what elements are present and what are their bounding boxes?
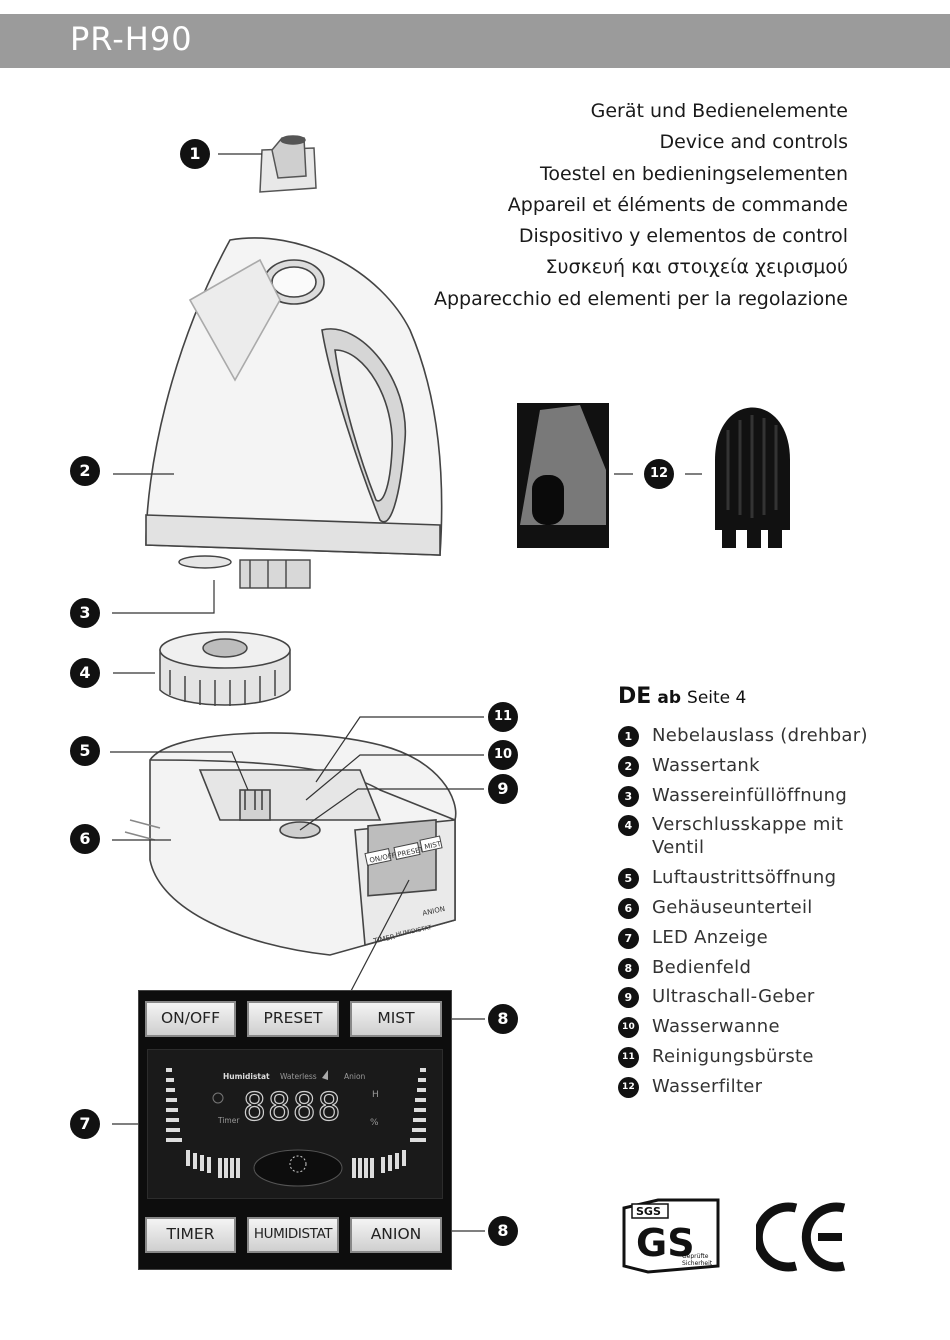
language-reference: DE ab Seite 4 [618,684,746,709]
base-unit-illustration [124,732,457,956]
language-code: DE [618,684,652,709]
list-item: 12 Wasserfilter [618,1075,868,1098]
language-page: Seite 4 [687,688,747,708]
display-label-percent: % [370,1118,379,1128]
list-item: 10 Wasserwanne [618,1015,868,1039]
callout-12: 12 [644,459,674,489]
callout-11: 11 [488,702,518,732]
led-display-graphics [166,1068,426,1187]
callout-8-top: 8 [488,1004,518,1034]
part-label: Gehäuseunterteil [652,896,813,918]
fill-opening-illustration [178,555,311,589]
part-label: Verschlusskappe mit Ventil [652,814,844,859]
gs-certification-logo: SGS GS Geprüfte Sicherheit [622,1198,720,1274]
part-number: 8 [618,957,639,979]
display-label-h: H [372,1090,379,1100]
page-title: PR-H90 [70,20,193,58]
section-title-gr: Συσκευή και στοιχεία χειρισμού [545,256,848,279]
list-item: 5 Luftaustrittsöffnung [618,866,868,890]
part-label: Nebelauslass (drehbar) [652,725,868,746]
callout-10: 10 [488,740,518,770]
gs-text: GS [636,1221,695,1265]
display-label-timer: Timer [218,1116,240,1125]
small-panel-labels: ON/OFF PRESET MIST TIMER HUMIDISTAT ANIO… [364,835,446,946]
list-item: 2 Wassertank [618,754,868,777]
part-number: 2 [618,755,639,777]
panel-button-onoff[interactable]: ON/OFF [145,1001,236,1037]
level-bars-right [352,1068,426,1178]
part-number: 5 [618,868,639,890]
display-label-waterless: Waterless [280,1072,317,1081]
level-bars-left [166,1068,240,1178]
callout-7: 7 [70,1109,100,1139]
section-title-it: Apparecchio ed elementi per la regolazio… [433,287,848,310]
list-item: 6 Gehäuseunterteil [618,896,868,919]
part-number: 4 [618,815,639,837]
list-item: 4 Verschlusskappe mit Ventil [618,813,868,859]
part-label: Luftaustrittsöffnung [652,867,837,889]
control-panel-enlarged: ON/OFF PRESET MIST Humidistat [138,990,452,1270]
callout-8-bottom: 8 [488,1216,518,1246]
display-label-anion: Anion [344,1072,366,1081]
list-item: 11 Reinigungsbürste [618,1045,868,1068]
list-item: 1 Nebelauslass (drehbar) [618,724,868,747]
leader-lines [110,153,702,1232]
panel-button-anion[interactable]: ANION [350,1217,442,1253]
list-item: 7 LED Anzeige [618,926,868,949]
section-title-es: Dispositivo y elementos de control [518,225,848,248]
header-bar [0,14,950,68]
callout-5: 5 [70,736,100,766]
part-label: LED Anzeige [652,926,769,948]
section-title-nl: Toestel en bedieningselementen [540,162,848,185]
part-number: 9 [618,987,639,1009]
language-ab: ab [657,688,681,708]
section-title-de: Gerät und Bedienelemente [590,100,848,122]
led-display: Humidistat Waterless Anion Timer H % 888… [147,1049,443,1199]
part-number: 1 [618,726,639,747]
section-title-en: Device and controls [659,131,848,154]
part-label: Wassereinfüllöffnung [652,784,848,806]
part-label: Bedienfeld [652,956,752,978]
water-tank-illustration [145,237,443,556]
display-digits: 8888 [242,1084,343,1129]
part-label: Wasserfilter [652,1075,763,1097]
callout-3: 3 [70,598,100,628]
mist-nozzle-illustration [259,135,317,193]
panel-button-timer[interactable]: TIMER [145,1217,236,1253]
part-number: 3 [618,785,639,807]
panel-button-mist[interactable]: MIST [350,1001,442,1037]
callout-9: 9 [488,774,518,804]
part-number: 6 [618,897,639,919]
callout-6: 6 [70,824,100,854]
list-item: 8 Bedienfeld [618,956,868,979]
callout-1: 1 [180,139,210,169]
callout-4: 4 [70,658,100,688]
part-label: Wassertank [652,754,760,776]
sgs-text: SGS [636,1205,661,1218]
part-number: 7 [618,927,639,949]
closing-cap-illustration [159,631,291,706]
panel-button-preset[interactable]: PRESET [247,1001,339,1037]
display-label-humidistat: Humidistat [223,1072,270,1081]
part-number: 10 [618,1017,639,1039]
water-filter-illustration [517,403,790,548]
part-label: Reinigungsbürste [652,1045,814,1067]
panel-button-humidistat[interactable]: HUMIDISTAT [247,1217,339,1253]
ce-mark-logo [756,1202,846,1272]
section-title-fr: Appareil et éléments de commande [507,193,848,216]
part-number: 12 [618,1076,639,1098]
part-label: Wasserwanne [652,1016,780,1038]
small-label-mist: MIST [424,840,443,851]
part-label: Ultraschall-Geber [652,986,815,1008]
gs-subtext-1: Geprüfte [682,1253,709,1260]
list-item: 3 Wassereinfüllöffnung [618,784,868,807]
part-number: 11 [618,1046,639,1068]
list-item: 9 Ultraschall-Geber [618,985,868,1009]
section-titles: Gerät und Bedienelemente Device and cont… [434,96,848,315]
gs-subtext-2: Sicherheit [682,1260,713,1267]
callout-2: 2 [70,456,100,486]
